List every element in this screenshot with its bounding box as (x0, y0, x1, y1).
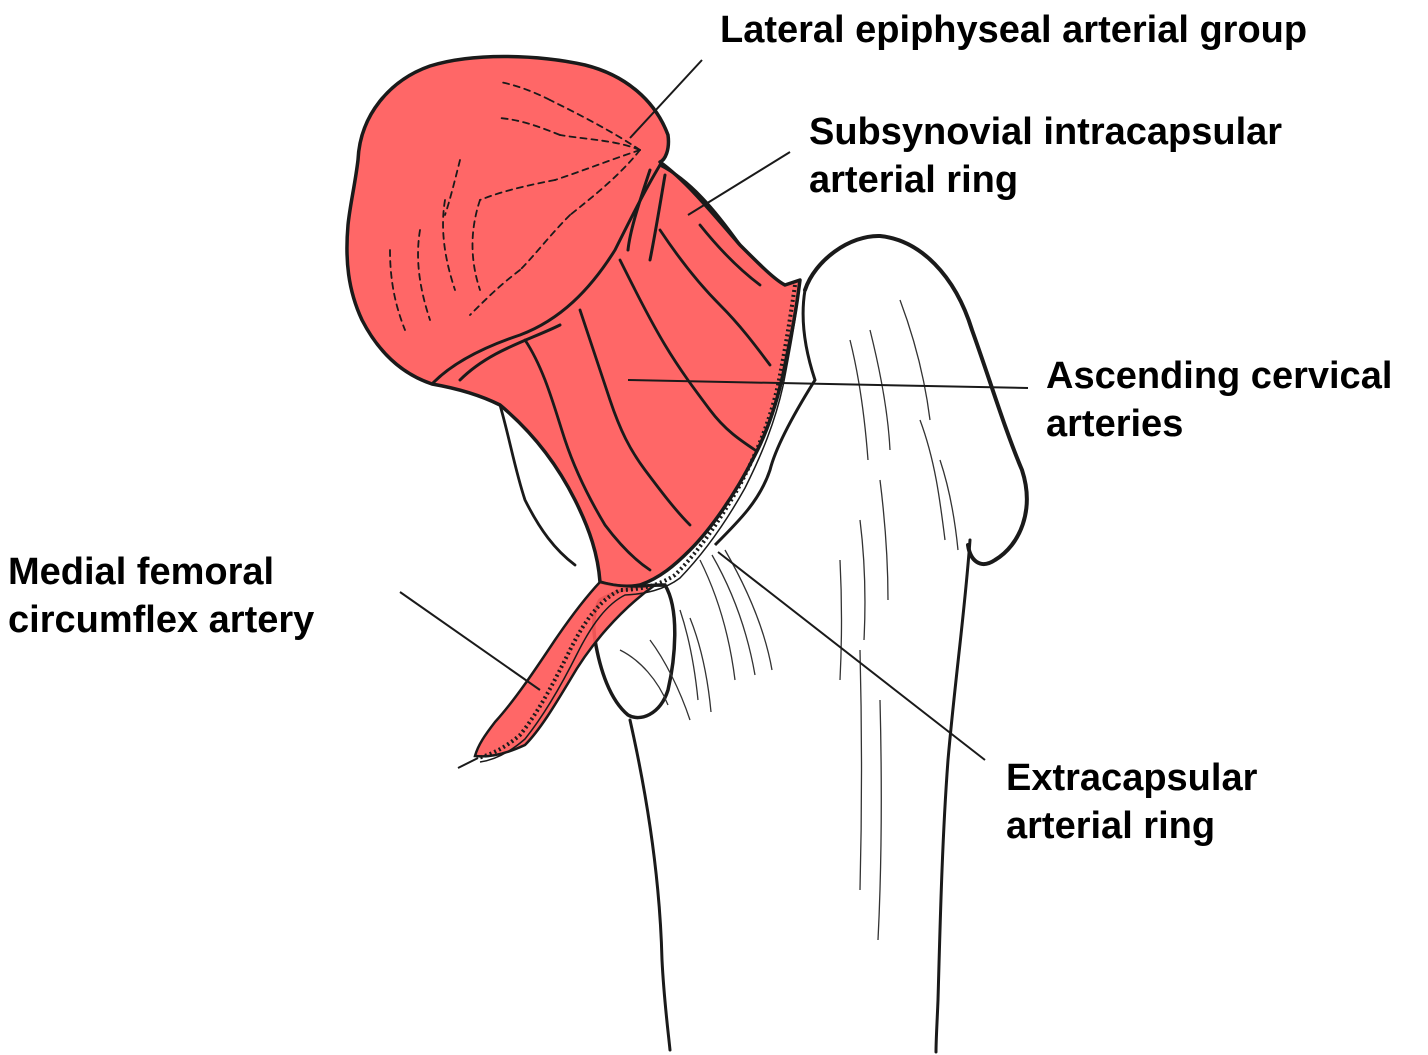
greater-trochanter (805, 236, 1027, 564)
label-line: Medial femoral (8, 548, 314, 596)
label-line: arterial ring (1006, 802, 1257, 850)
leader-extracapsular (718, 552, 985, 760)
label-line: Subsynovial intracapsular (809, 108, 1282, 156)
label-subsynovial-intracapsular-ring: Subsynovial intracapsular arterial ring (809, 108, 1282, 204)
head-neck-overlay (347, 56, 800, 586)
label-line: Ascending cervical (1046, 352, 1392, 400)
medial-circumflex-overlay (475, 582, 655, 756)
label-medial-femoral-circumflex-artery: Medial femoral circumflex artery (8, 548, 314, 644)
leader-medial-femoral (400, 592, 540, 690)
label-line: arterial ring (809, 156, 1282, 204)
label-line: Lateral epiphyseal arterial group (720, 6, 1307, 54)
label-ascending-cervical-arteries: Ascending cervical arteries (1046, 352, 1392, 448)
label-extracapsular-arterial-ring: Extracapsular arterial ring (1006, 754, 1257, 850)
label-line: Extracapsular (1006, 754, 1257, 802)
leader-medial-tail (458, 758, 478, 768)
label-lateral-epiphyseal-arterial-group: Lateral epiphyseal arterial group (720, 6, 1307, 54)
label-line: arteries (1046, 400, 1392, 448)
leader-subsynovial (688, 152, 790, 215)
label-line: circumflex artery (8, 596, 314, 644)
